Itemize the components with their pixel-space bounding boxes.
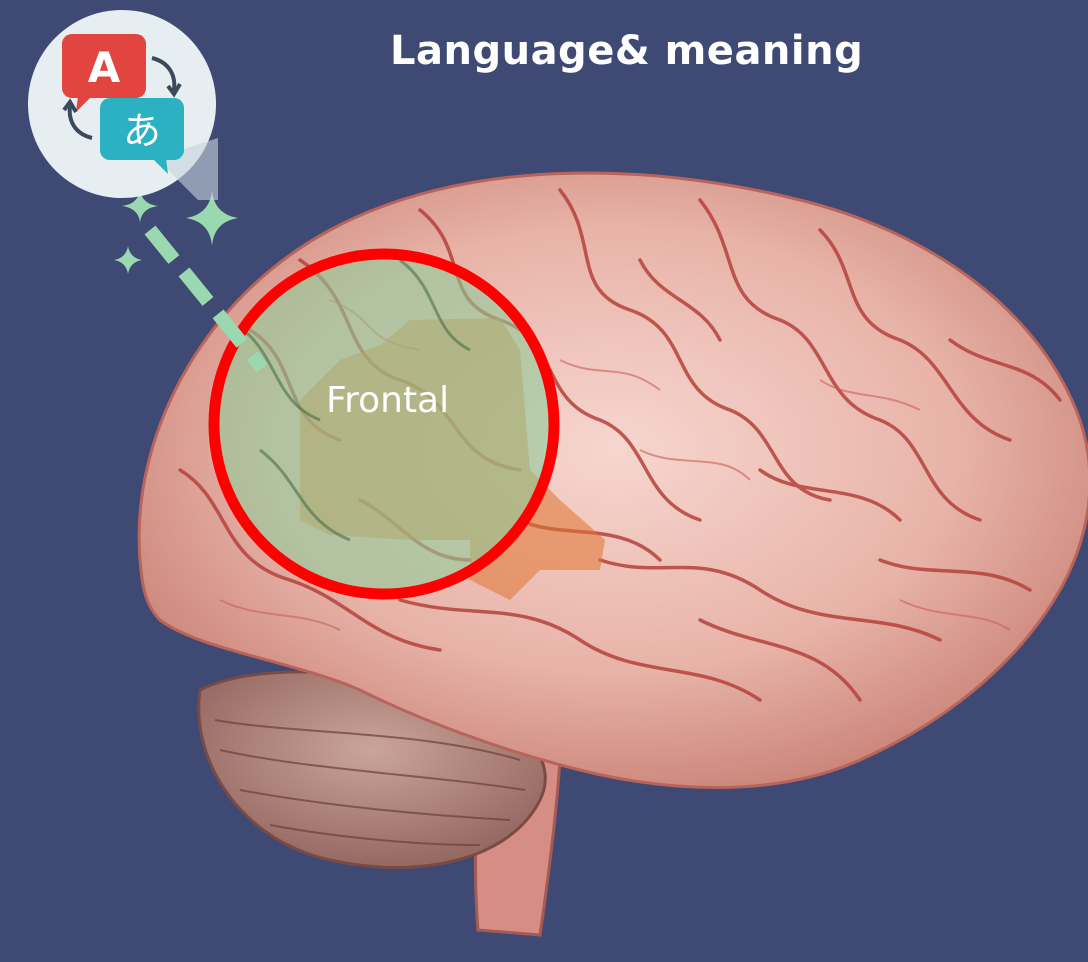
translate-glyph-b: あ [123, 109, 161, 153]
frontal-region-label: Frontal [326, 380, 449, 421]
sparkle-icons [114, 190, 238, 274]
translate-glyph-a: A [88, 43, 121, 92]
translate-icon: A あ [26, 8, 218, 200]
page-title: Language& meaning [390, 28, 863, 74]
